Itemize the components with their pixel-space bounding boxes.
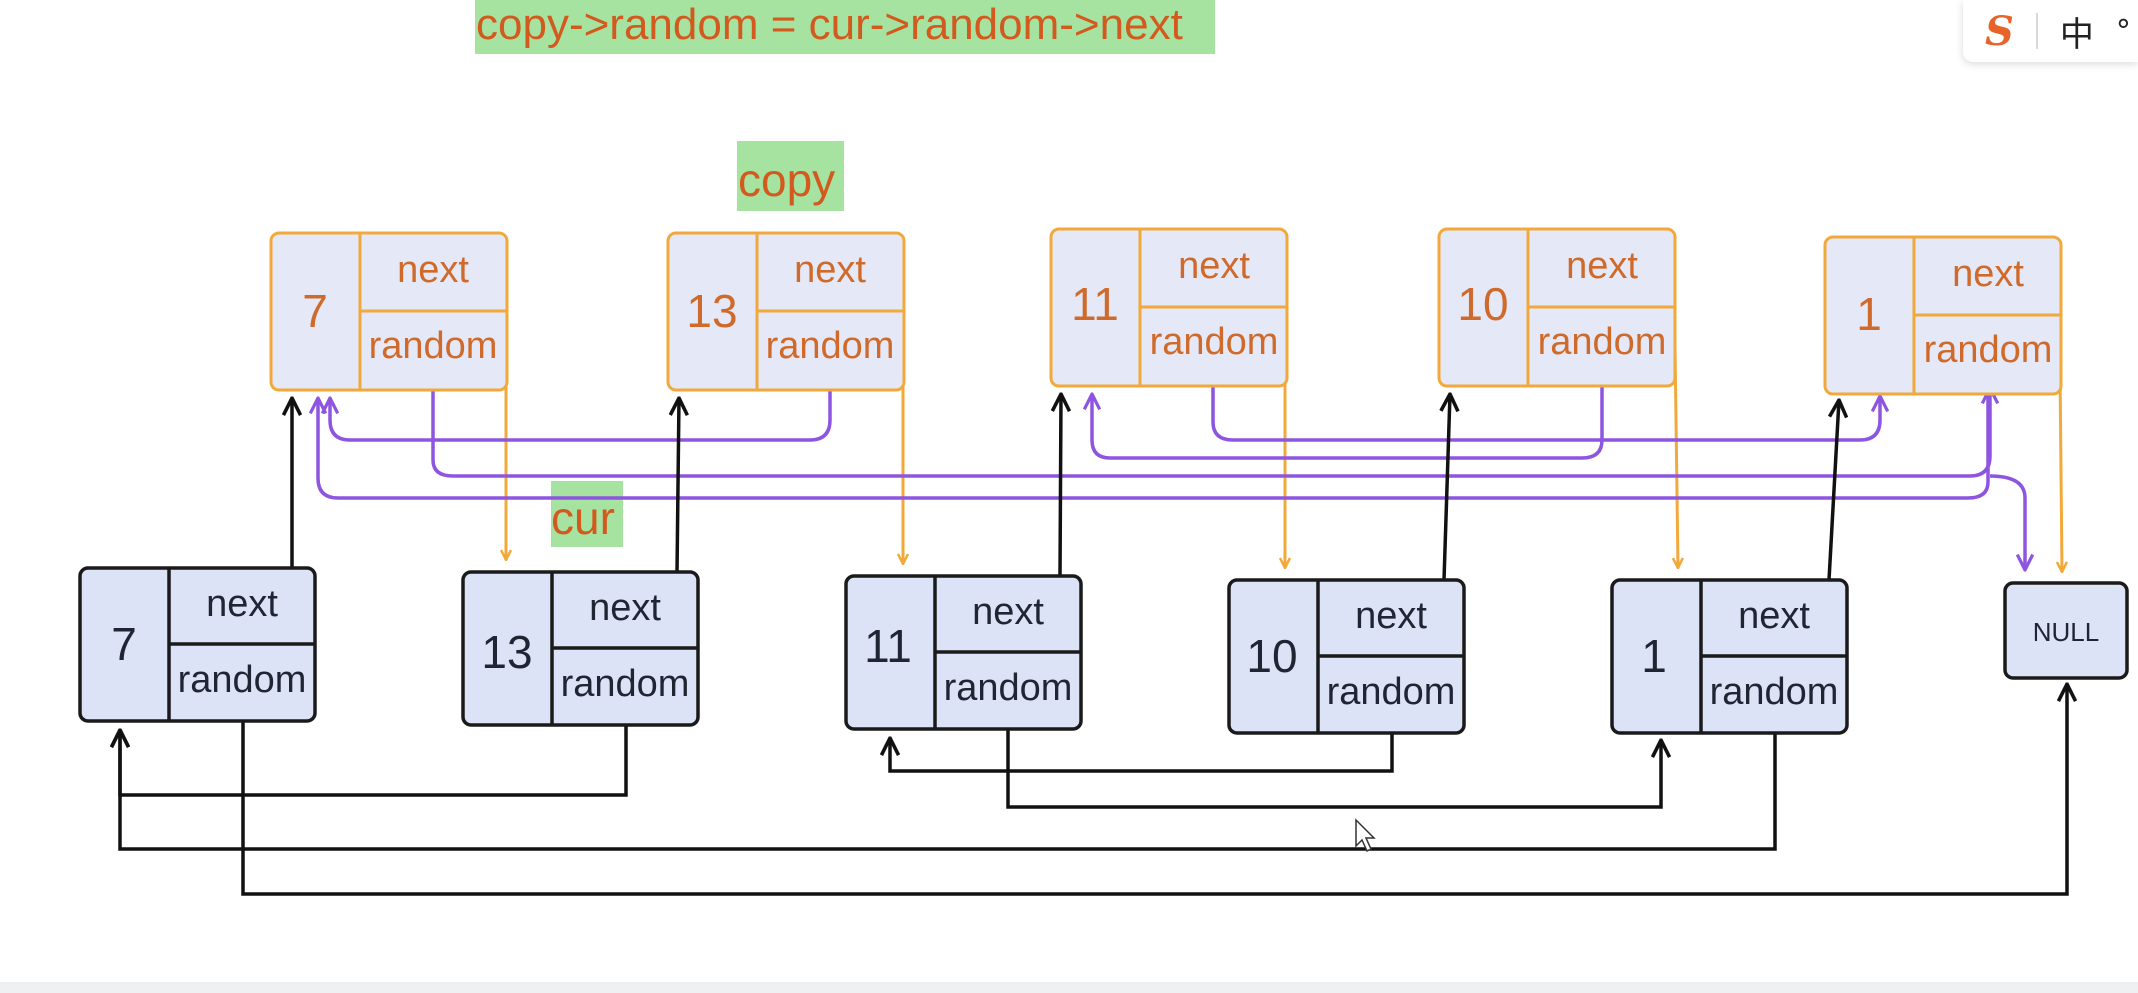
ime-divider <box>2035 13 2038 49</box>
copy-pointer-text: copy <box>738 154 835 206</box>
node-value: 1 <box>1856 288 1882 340</box>
copy-random-arrow-to-null <box>1989 474 2025 570</box>
copy-node: 13 next random <box>666 231 906 392</box>
orig-next-arrow <box>1444 394 1450 581</box>
node-value: 10 <box>1246 630 1297 682</box>
node-next-label: next <box>1178 245 1250 287</box>
formula-text: copy->random = cur->random->next <box>476 0 1183 49</box>
original-node: 10 next random <box>1227 578 1466 735</box>
node-next-label: next <box>1566 245 1638 287</box>
copy-node: 11 next random <box>1049 227 1289 388</box>
node-random-label: random <box>1710 671 1839 713</box>
copy-node: 10 next random <box>1437 227 1677 388</box>
node-random-label: random <box>1924 329 2053 371</box>
cur-pointer-text: cur <box>551 492 615 544</box>
orig-next-arrow <box>1827 400 1839 581</box>
orig-random-arrow-11-to-1 <box>1006 720 1661 809</box>
node-random-label: random <box>1327 671 1456 713</box>
ime-punctuation-toggle[interactable]: ° <box>2115 13 2131 49</box>
null-node: NULL <box>2003 581 2129 680</box>
formula-label: copy->random = cur->random->next <box>475 0 1215 54</box>
node-random-label: random <box>1150 321 1279 363</box>
node-value: 10 <box>1457 278 1508 330</box>
original-node: 11 next random <box>844 574 1083 731</box>
copy-pointer-label: copy <box>737 141 844 211</box>
node-next-label: next <box>589 587 661 629</box>
ime-toolbar: S 中 ° <box>1963 0 2138 62</box>
mouse-cursor-icon <box>1355 818 1376 853</box>
original-node: 1 next random <box>1610 578 1849 735</box>
copy-random-arrows <box>318 374 2025 570</box>
orig-next-arrow <box>677 398 679 574</box>
original-node: 13 next random <box>461 570 700 727</box>
orig-next-arrow <box>1060 394 1061 577</box>
node-next-label: next <box>1738 595 1810 637</box>
orig-random-arrow-1-to-7 <box>120 722 1777 851</box>
node-value: 11 <box>864 620 912 672</box>
orig-random-arrow-7-to-null <box>241 684 2067 896</box>
copy-random-arrow-13-to-7 <box>330 380 832 442</box>
node-next-label: next <box>206 583 278 625</box>
node-value: 13 <box>686 285 737 337</box>
node-value: 1 <box>1641 630 1667 682</box>
sogou-logo-icon[interactable]: S <box>1985 7 2014 55</box>
original-random-arrows <box>120 684 2067 896</box>
copy-random-arrow-11-to-1 <box>1211 374 1880 442</box>
node-next-label: next <box>1952 253 2024 295</box>
node-random-label: random <box>561 663 690 705</box>
node-next-label: next <box>794 249 866 291</box>
node-random-label: random <box>944 667 1073 709</box>
node-value: 7 <box>111 618 137 670</box>
node-next-label: next <box>1355 595 1427 637</box>
orig-random-arrow-13-to-7 <box>120 718 628 797</box>
bottom-edge-bar <box>0 982 2138 993</box>
original-node: 7 next random <box>78 566 317 723</box>
node-value: 13 <box>481 626 532 678</box>
node-next-label: next <box>972 591 1044 633</box>
cur-pointer-label: cur <box>551 481 623 547</box>
node-random-label: random <box>766 325 895 367</box>
ime-language-toggle[interactable]: 中 <box>2059 14 2094 55</box>
node-value: 11 <box>1071 278 1119 330</box>
copy-random-arrow-1-to-7 <box>318 380 1990 500</box>
node-random-label: random <box>1538 321 1667 363</box>
node-next-label: next <box>397 249 469 291</box>
copy-node: 7 next random <box>269 231 509 392</box>
copy-random-arrow-10-to-11 <box>1092 374 1604 460</box>
node-random-label: random <box>178 659 307 701</box>
orig-random-arrow-10-to-11 <box>890 726 1394 773</box>
node-random-label: random <box>369 325 498 367</box>
copy-node: 1 next random <box>1823 235 2063 396</box>
node-value: 7 <box>302 285 328 337</box>
null-label: NULL <box>2033 617 2099 647</box>
